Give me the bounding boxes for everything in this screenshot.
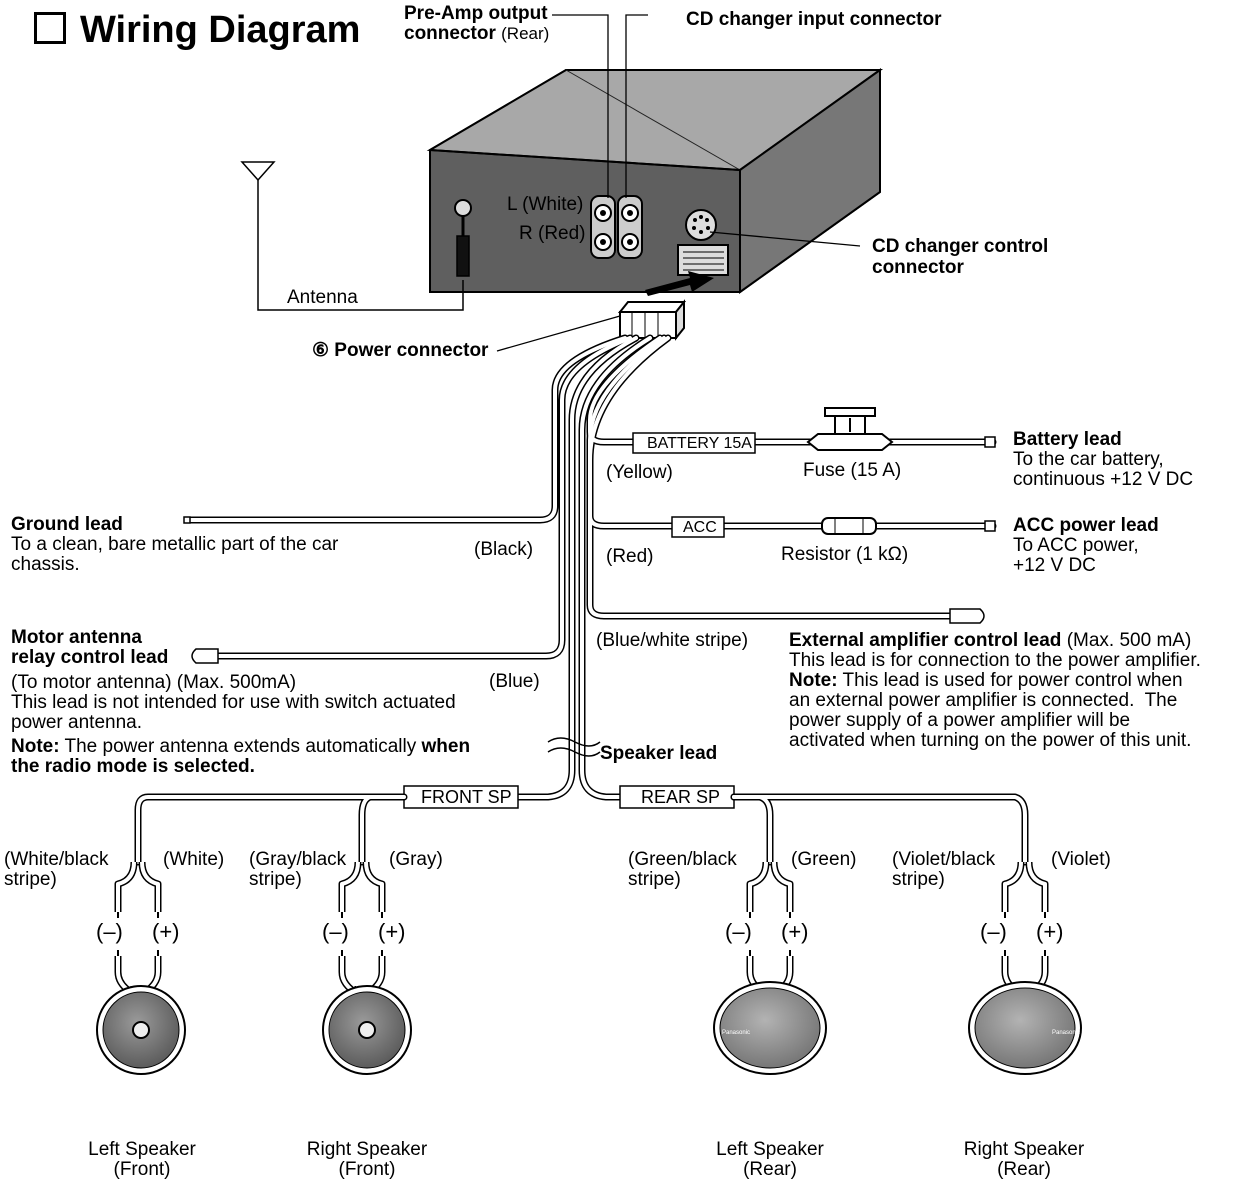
ground-desc-2: chassis. — [11, 554, 80, 575]
front-sp-tag: FRONT SP — [421, 787, 512, 807]
cd-input-label: CD changer input connector — [686, 9, 942, 30]
head-unit — [426, 68, 884, 294]
ground-lead-name: Ground lead — [11, 514, 123, 535]
acc-lead-name: ACC power lead — [1013, 515, 1159, 536]
spk2-neg-color-2: stripe) — [249, 869, 302, 890]
speaker-lead-label: Speaker lead — [600, 743, 718, 764]
ext-wire-color: (Blue/white stripe) — [596, 630, 749, 651]
spk1-name-2: (Front) — [113, 1159, 171, 1180]
spk3-neg-color-2: stripe) — [628, 869, 681, 890]
cd-control-label-line2: connector — [872, 257, 964, 278]
spk4-pos-color: (Violet) — [1051, 849, 1111, 870]
spk2-name-2: (Front) — [338, 1159, 396, 1180]
antenna — [240, 161, 470, 311]
page-title: Wiring Diagram — [34, 8, 360, 52]
ext-desc-4: activated when turning on the power of t… — [789, 730, 1192, 751]
motor-wire-color: (Blue) — [489, 671, 540, 692]
spk2-neg: (–) — [322, 919, 349, 944]
spk1-neg-color-1: (White/black — [4, 849, 109, 870]
motor-desc-1: (To motor antenna) (Max. 500mA) — [11, 672, 297, 693]
spk4-name-2: (Rear) — [997, 1159, 1051, 1180]
cd-control-label: CD changer control — [872, 236, 1049, 257]
spk2-neg-color-1: (Gray/black — [249, 849, 347, 870]
speaker-rear-left — [713, 981, 827, 1075]
spk4-pos: (+) — [1036, 919, 1064, 944]
motor-lead-name-1: Motor antenna — [11, 627, 142, 648]
battery-desc-2: continuous +12 V DC — [1013, 469, 1194, 490]
spk3-name-2: (Rear) — [743, 1159, 797, 1180]
spk4-neg: (–) — [980, 919, 1007, 944]
power-plug — [617, 299, 687, 341]
title-text: Wiring Diagram — [80, 9, 361, 51]
acc-desc-1: To ACC power, — [1013, 535, 1139, 556]
l-white-label: L (White) — [507, 194, 584, 215]
ext-desc-1: This lead is for connection to the power… — [789, 650, 1201, 671]
power-connector-label: ⑥ Power connector — [312, 340, 489, 361]
power-socket — [677, 244, 729, 276]
spk3-name-1: Left Speaker — [716, 1139, 824, 1160]
ground-desc-1: To a clean, bare metallic part of the ca… — [11, 534, 339, 555]
preamp-label: Pre-Amp output — [404, 3, 548, 24]
ext-note: Note: This lead is used for power contro… — [789, 670, 1183, 691]
cd-input-rca-jacks — [617, 195, 643, 259]
speaker-front-left — [96, 985, 186, 1075]
motor-note-line2: the radio mode is selected. — [11, 756, 255, 777]
spk4-name-1: Right Speaker — [963, 1139, 1085, 1160]
acc-desc-2: +12 V DC — [1013, 555, 1096, 576]
spk3-neg: (–) — [725, 919, 752, 944]
motor-lead-name-2: relay control lead — [11, 647, 169, 668]
wire-tags — [403, 432, 756, 809]
motor-desc-3: power antenna. — [11, 712, 142, 733]
preamp-rca-jacks — [590, 195, 616, 259]
battery-tag: BATTERY 15A — [647, 435, 752, 452]
speaker-rear-right — [968, 981, 1082, 1075]
ground-wire-color: (Black) — [474, 539, 534, 560]
spk3-pos-color: (Green) — [791, 849, 857, 870]
harness-wires — [184, 334, 997, 801]
spk1-neg: (–) — [96, 919, 123, 944]
fuse-holder — [806, 407, 894, 451]
break-mark — [547, 737, 601, 757]
spk4-neg-color-2: stripe) — [892, 869, 945, 890]
antenna-label: Antenna — [287, 287, 358, 308]
ext-lead-title: External amplifier control lead (Max. 50… — [789, 630, 1192, 651]
acc-wire-color: (Red) — [606, 546, 654, 567]
preamp-label-line2: connector (Rear) — [404, 23, 550, 44]
brand-badge-rear-right: Panasonic — [1052, 1030, 1080, 1036]
insert-arrow — [645, 271, 714, 296]
battery-wire-color: (Yellow) — [606, 462, 673, 483]
spk1-pos-color: (White) — [163, 849, 225, 870]
battery-lead-name: Battery lead — [1013, 429, 1122, 450]
acc-tag: ACC — [683, 519, 717, 536]
brand-badge-rear-left: Panasonic — [722, 1030, 750, 1036]
spk1-pos: (+) — [152, 919, 180, 944]
speaker-front-right — [322, 985, 412, 1075]
fuse-label: Fuse (15 A) — [803, 460, 902, 481]
resistor-label: Resistor (1 kΩ) — [781, 544, 909, 565]
r-red-label: R (Red) — [519, 223, 586, 244]
spk2-pos-color: (Gray) — [389, 849, 443, 870]
ext-desc-2: an external power amplifier is connected… — [789, 690, 1178, 711]
battery-desc-1: To the car battery, — [1013, 449, 1164, 470]
motor-note: Note: The power antenna extends automati… — [11, 736, 471, 757]
spk3-pos: (+) — [781, 919, 809, 944]
cd-changer-control-socket — [685, 209, 717, 241]
spk1-name-1: Left Speaker — [88, 1139, 196, 1160]
spk3-neg-color-1: (Green/black — [628, 849, 737, 870]
ext-desc-3: power supply of a power amplifier will b… — [789, 710, 1131, 731]
spk2-pos: (+) — [378, 919, 406, 944]
title-checkbox-icon — [34, 12, 66, 44]
wire-ends — [183, 436, 996, 664]
motor-desc-2: This lead is not intended for use with s… — [11, 692, 456, 713]
resistor — [821, 517, 877, 535]
spk2-name-1: Right Speaker — [306, 1139, 428, 1160]
speaker-branch-wires — [134, 793, 1029, 866]
rear-sp-tag: REAR SP — [641, 787, 721, 807]
leader-lines — [496, 14, 861, 352]
spk4-neg-color-1: (Violet/black — [892, 849, 996, 870]
spk1-neg-color-2: stripe) — [4, 869, 57, 890]
antenna-socket — [454, 199, 472, 217]
